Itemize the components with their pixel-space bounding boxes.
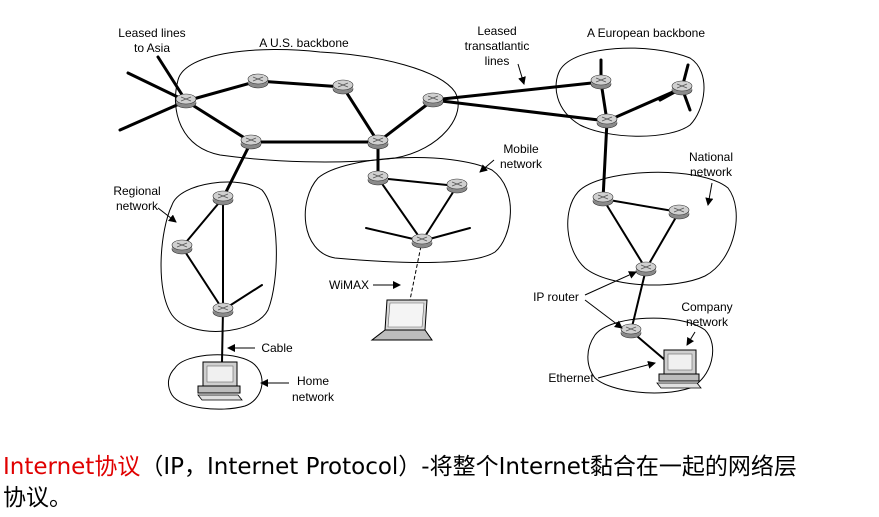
reg-link-a (181, 197, 224, 248)
label-leased-asia-1: Leased lines (118, 26, 185, 40)
arrow-leased-transatlantic (517, 63, 526, 85)
label-transatlantic-1: Leased (477, 24, 516, 38)
router-us-3 (332, 79, 354, 95)
label-ip-router: IP router (533, 290, 579, 304)
transatlantic-line-1 (431, 80, 603, 102)
label-wimax: WiMAX (329, 278, 369, 292)
router-us-4 (422, 92, 444, 108)
us-link-a (184, 79, 260, 103)
transatlantic-line-2 (431, 98, 609, 123)
caption-line2: 协议。 (3, 485, 72, 511)
label-cable: Cable (261, 341, 293, 355)
router-regional-2 (171, 239, 193, 255)
regional-network-cloud (160, 181, 277, 332)
us-link-d (184, 99, 253, 144)
arrow-company (686, 331, 696, 346)
label-national-1: National (689, 150, 733, 164)
nat-link-c (645, 211, 680, 270)
laptop-icon (370, 299, 433, 341)
label-european-backbone: A European backbone (587, 26, 705, 40)
router-eu-3 (596, 113, 618, 129)
label-ethernet: Ethernet (548, 371, 594, 385)
national-network-cloud (567, 171, 737, 286)
us-backbone-cloud (174, 48, 459, 163)
asia-line-3 (118, 99, 188, 132)
caption-highlight: Internet协议 (3, 454, 141, 480)
mob-link-c (421, 185, 458, 242)
nat-to-company (630, 268, 647, 332)
mob-link-a (377, 177, 458, 187)
asia-line-2 (126, 71, 188, 103)
router-us-5 (240, 134, 262, 150)
caption-rest-line1: （IP，Internet Protocol）-将整个Internet黏合在一起的… (140, 454, 797, 480)
label-us-backbone: A U.S. backbone (259, 36, 349, 50)
us-link-b (256, 79, 345, 89)
arrow-mobile (479, 159, 495, 173)
router-us-1 (175, 93, 197, 109)
us-link-f (376, 98, 435, 144)
label-home-1: Home (297, 374, 329, 388)
eu-to-national (601, 119, 609, 201)
label-transatlantic-3: lines (485, 54, 510, 68)
arrow-ip-router-1 (584, 271, 637, 296)
router-regional-3 (212, 302, 234, 318)
router-national-3 (635, 261, 657, 277)
arrow-regional (157, 207, 177, 223)
label-regional-2: network (116, 199, 159, 213)
router-mobile-2 (446, 178, 468, 194)
internet-topology-diagram: Leased lines to Asia A U.S. backbone Lea… (113, 24, 737, 410)
arrow-ethernet (597, 360, 656, 379)
label-national-2: network (690, 165, 733, 179)
label-mobile-2: network (500, 157, 543, 171)
cable-line (221, 309, 224, 363)
router-us-6 (367, 134, 389, 150)
label-company-2: network (686, 315, 729, 329)
caption: Internet协议（IP，Internet Protocol）-将整个Inte… (3, 452, 877, 514)
router-mobile-3 (411, 233, 433, 249)
label-leased-asia-2: to Asia (134, 41, 170, 55)
router-us-2 (247, 73, 269, 89)
asia-line-1 (156, 55, 188, 103)
nat-link-a (602, 198, 680, 213)
arrow-ip-router-2 (584, 299, 623, 329)
router-eu-2 (671, 80, 693, 96)
us-link-c (341, 85, 380, 144)
wimax-link (409, 240, 423, 301)
router-mobile-1 (367, 170, 389, 186)
label-company-1: Company (681, 300, 732, 314)
router-company (620, 323, 642, 339)
router-national-2 (668, 204, 690, 220)
router-national-1 (592, 191, 614, 207)
label-home-2: network (292, 390, 335, 404)
arrow-national (705, 182, 714, 206)
mob-link-b (377, 177, 423, 242)
label-mobile-1: Mobile (503, 142, 539, 156)
label-regional-1: Regional (113, 184, 160, 198)
company-computer-icon (656, 349, 702, 389)
router-eu-1 (590, 74, 612, 90)
mobile-network-cloud (304, 157, 511, 263)
us-link-g (221, 140, 253, 200)
home-computer-icon (197, 361, 243, 401)
reg-link-c (181, 246, 224, 311)
home-network-cloud (167, 354, 263, 410)
nat-link-b (602, 198, 647, 270)
label-transatlantic-2: transatlantic (465, 39, 530, 53)
router-regional-1 (212, 190, 234, 206)
